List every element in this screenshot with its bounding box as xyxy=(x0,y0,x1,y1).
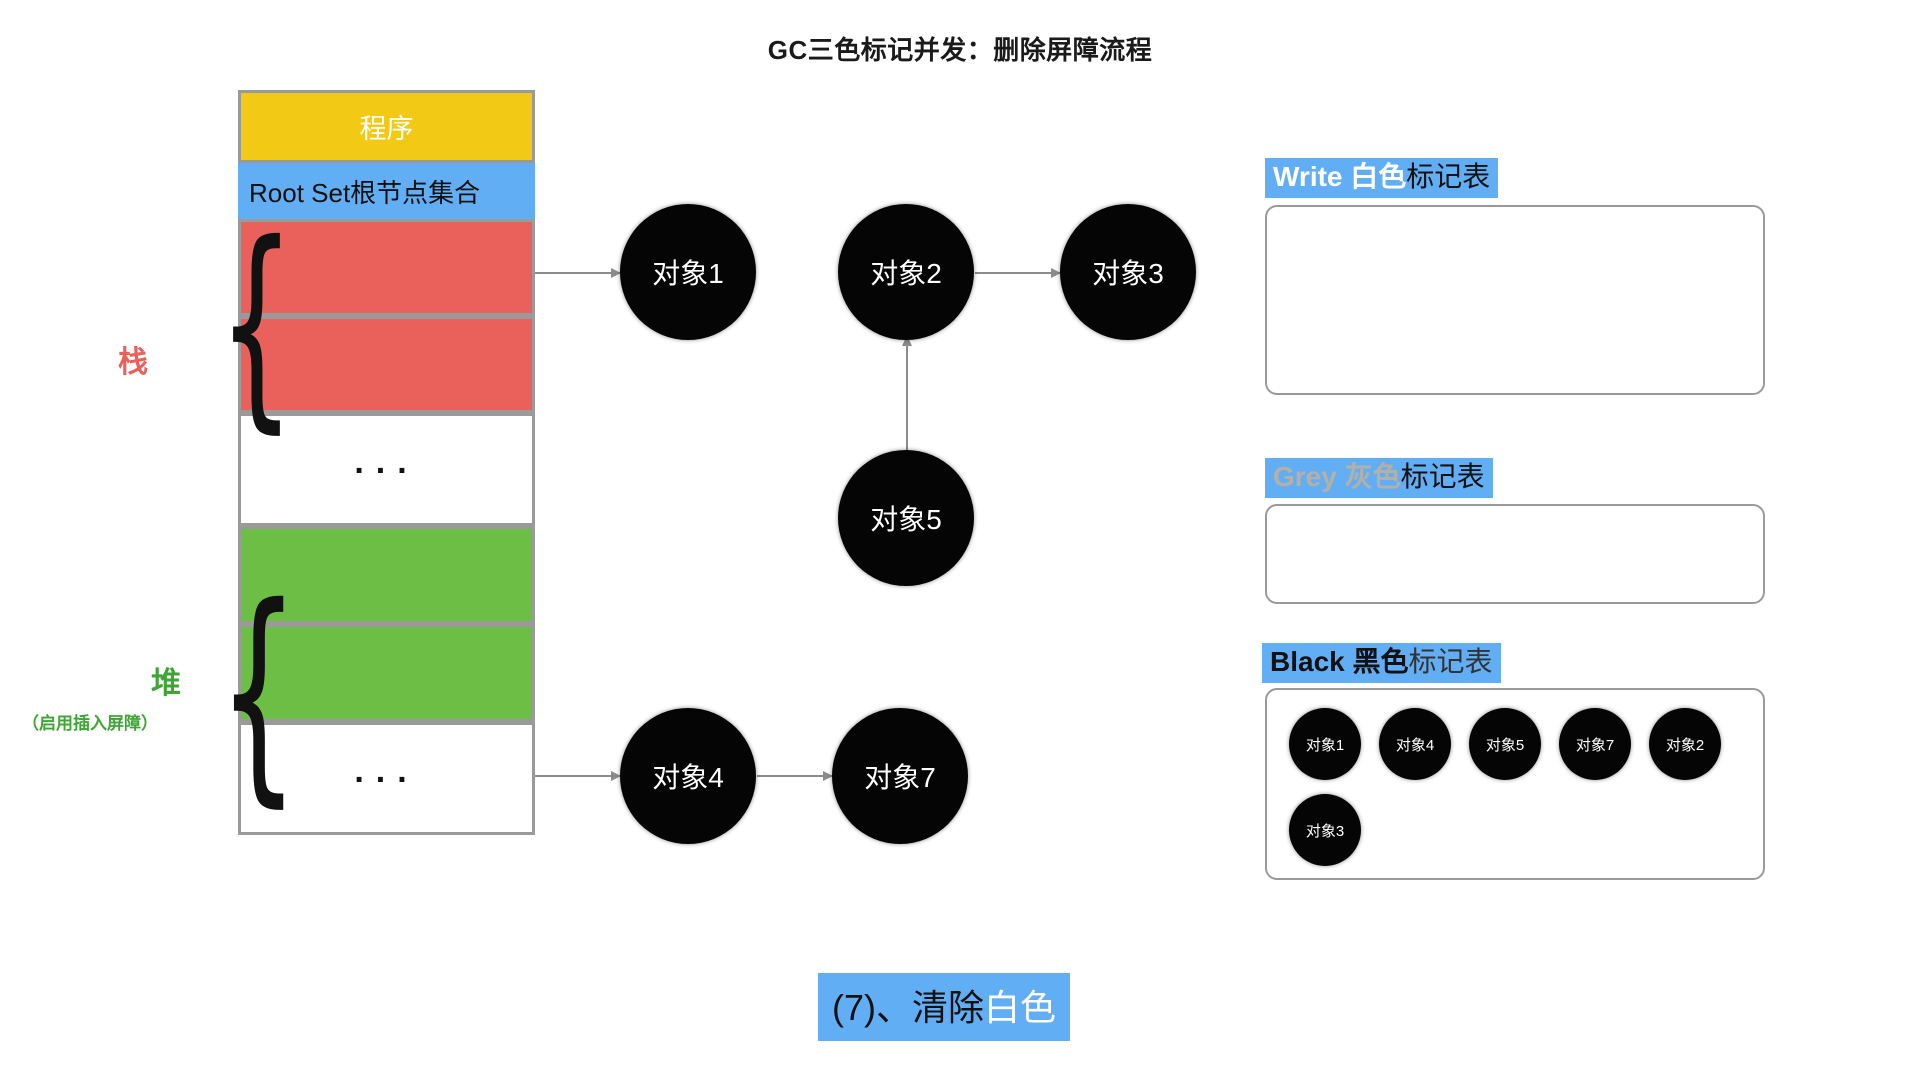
root-set-label: Root Set根节点集合 xyxy=(249,177,481,208)
mark-table-chip[interactable]: 对象7 xyxy=(1559,708,1631,780)
grey-table-suffix: 标记表 xyxy=(1400,461,1485,492)
stack-label: 栈 xyxy=(118,346,148,379)
mark-table-chip[interactable]: 对象5 xyxy=(1469,708,1541,780)
grey-table-color-word: 灰色 xyxy=(1344,461,1401,492)
stack-gap-cell: ... xyxy=(238,413,535,526)
graph-node-label: 对象1 xyxy=(652,258,724,289)
graph-node-label: 对象4 xyxy=(652,762,724,793)
heap-label: 堆 xyxy=(151,667,181,700)
stack-gap-dots: ... xyxy=(354,443,419,481)
graph-node-label: 对象5 xyxy=(870,504,942,535)
heap-gap-dots: ... xyxy=(354,752,419,790)
white-table-suffix: 标记表 xyxy=(1406,161,1491,192)
stack-brace-icon: { xyxy=(218,196,295,452)
edge-obj4-to-obj7 xyxy=(757,771,833,781)
page-title: GC三色标记并发：删除屏障流程 xyxy=(767,35,1153,65)
root-set-cell: Root Set根节点集合 xyxy=(238,163,535,219)
white-mark-table-header: Write 白色标记表 xyxy=(1265,158,1499,199)
grey-table-en-label: Grey xyxy=(1273,461,1345,492)
stack-slot-2 xyxy=(238,316,535,413)
mark-table-chip[interactable]: 对象4 xyxy=(1379,708,1451,780)
edge-obj2-to-obj3 xyxy=(975,268,1061,278)
heap-sublabel: （启用插入屏障） xyxy=(22,714,158,733)
edge-stack-to-obj1 xyxy=(535,268,621,278)
graph-node-obj5[interactable]: 对象5 xyxy=(838,450,974,586)
white-table-en-label: Write xyxy=(1273,161,1351,192)
mark-table-chip[interactable]: 对象3 xyxy=(1289,794,1361,866)
black-table-color-word: 黑色 xyxy=(1352,646,1409,677)
graph-node-label: 对象7 xyxy=(864,762,936,793)
caption-highlight: 白色 xyxy=(984,987,1057,1028)
heap-slot-1 xyxy=(238,526,535,624)
heap-slot-2 xyxy=(238,624,535,722)
grey-mark-table-box xyxy=(1265,504,1765,604)
graph-node-label: 对象2 xyxy=(870,258,942,289)
graph-node-obj4[interactable]: 对象4 xyxy=(620,708,756,844)
caption-prefix: (7)、清除 xyxy=(832,987,984,1028)
program-label: 程序 xyxy=(359,114,414,144)
program-cell: 程序 xyxy=(238,90,535,163)
stack-slot-1 xyxy=(238,219,535,316)
white-mark-table-box xyxy=(1265,205,1765,395)
graph-node-obj1[interactable]: 对象1 xyxy=(620,204,756,340)
mark-table-chip[interactable]: 对象2 xyxy=(1649,708,1721,780)
white-table-color-word: 白色 xyxy=(1350,161,1407,192)
grey-mark-table-header: Grey 灰色标记表 xyxy=(1265,458,1493,499)
black-table-suffix: 标记表 xyxy=(1408,646,1493,677)
edge-heap-to-obj4 xyxy=(535,771,621,781)
mark-table-chip[interactable]: 对象1 xyxy=(1289,708,1361,780)
graph-node-obj7[interactable]: 对象7 xyxy=(832,708,968,844)
black-mark-table-header: Black 黑色标记表 xyxy=(1262,643,1501,684)
memory-column: 程序 Root Set根节点集合 ... ... xyxy=(238,90,535,835)
graph-node-obj3[interactable]: 对象3 xyxy=(1060,204,1196,340)
graph-node-obj2[interactable]: 对象2 xyxy=(838,204,974,340)
graph-node-label: 对象3 xyxy=(1092,258,1164,289)
step-caption: (7)、清除白色 xyxy=(818,973,1071,1041)
heap-brace-icon: { xyxy=(218,557,300,827)
black-table-en-label: Black xyxy=(1270,646,1353,677)
edge-obj5-to-obj2 xyxy=(902,335,912,455)
heap-gap-cell: ... xyxy=(238,722,535,835)
